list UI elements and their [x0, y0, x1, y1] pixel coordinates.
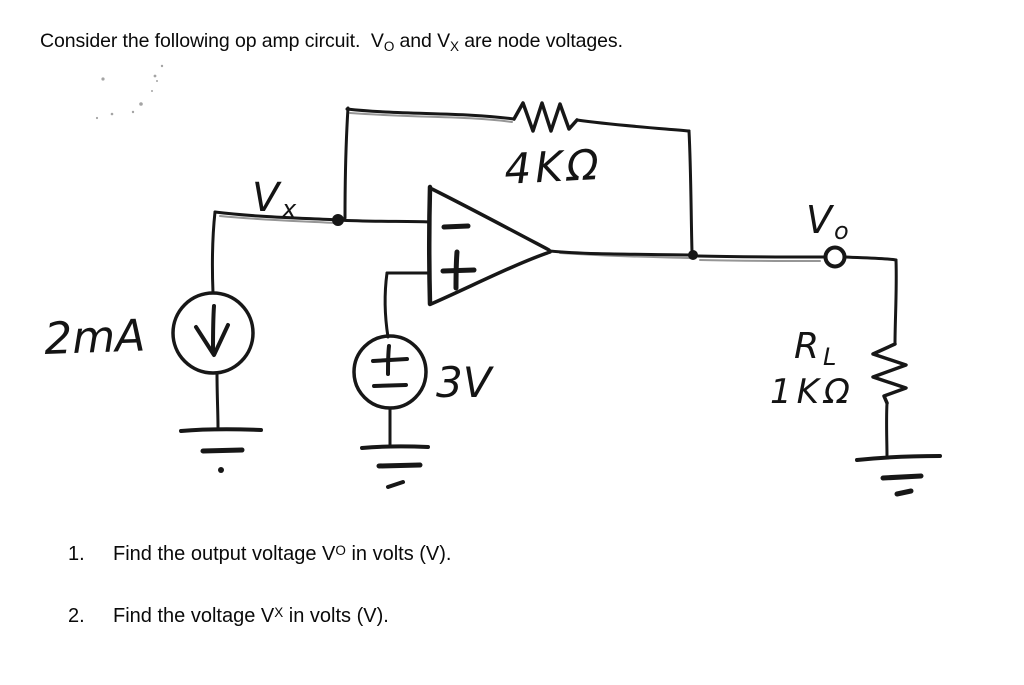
output-branch — [548, 245, 942, 497]
wire — [696, 254, 826, 259]
label-load-resistor-name: R L — [794, 326, 836, 371]
svg-text:R: R — [794, 326, 819, 367]
wire — [548, 249, 694, 257]
label-vx: V x — [252, 175, 297, 223]
wire — [336, 218, 432, 224]
wire — [345, 107, 516, 121]
feedback-resistor — [512, 101, 579, 133]
source-minus-symbol — [372, 383, 408, 388]
wire — [383, 271, 390, 339]
label-feedback-resistor: 4KΩ — [503, 140, 604, 194]
svg-text:x: x — [281, 195, 297, 223]
opamp-bottom-edge — [429, 250, 552, 306]
load-resistor — [871, 342, 908, 405]
question-text: in volts (V). — [283, 605, 389, 627]
ground-symbol-left — [179, 427, 263, 473]
ground-symbol-right — [855, 454, 942, 497]
wire — [213, 210, 340, 222]
output-junction-dot — [688, 250, 698, 260]
ground-symbol-middle — [360, 444, 430, 489]
label-load-resistor-value: 1KΩ — [770, 372, 855, 412]
wire — [687, 129, 694, 254]
opamp-left-edge — [427, 184, 433, 307]
vx-junction-dot — [332, 214, 344, 226]
label-current-source: 2mA — [43, 310, 146, 364]
feedback-branch — [343, 101, 694, 254]
vx-node-wire — [213, 210, 432, 226]
title-text: and V — [394, 30, 451, 52]
page-title: Consider the following op amp circuit. V… — [40, 30, 623, 54]
wire — [575, 118, 691, 133]
title-text: Consider the following op amp circuit. V — [40, 30, 384, 52]
vo-terminal-circle — [823, 245, 847, 269]
opamp — [427, 184, 552, 307]
current-arrow-head — [194, 323, 230, 357]
current-source-branch — [171, 210, 263, 473]
title-sub-x: X — [450, 39, 459, 54]
svg-text:V: V — [252, 175, 282, 221]
plus-symbol — [440, 249, 477, 291]
source-plus-symbol — [371, 344, 409, 376]
question-sub: O — [335, 543, 346, 558]
question-text: Find the voltage V — [113, 605, 275, 627]
current-arrow-shaft — [211, 304, 216, 352]
wire — [343, 106, 350, 220]
voltage-source-branch — [352, 271, 432, 489]
question-text: Find the output voltage V — [113, 543, 336, 565]
handwritten-labels: 2mA V x 4KΩ 3V V o R L 1KΩ — [43, 140, 855, 412]
question-number: 1. — [68, 543, 85, 565]
wire — [893, 258, 898, 346]
svg-text:V: V — [806, 198, 835, 242]
label-voltage-source: 3V — [436, 358, 495, 407]
opamp-top-edge — [430, 187, 551, 252]
title-text: are node voltages. — [458, 30, 623, 52]
label-vo: V o — [806, 198, 849, 245]
wire — [215, 371, 220, 430]
current-source-circle — [171, 291, 255, 375]
svg-text:L: L — [823, 343, 836, 371]
question-text: in volts (V). — [345, 543, 452, 565]
pencil-marks — [95, 64, 164, 120]
title-sub-o: O — [383, 39, 395, 54]
minus-symbol — [441, 223, 471, 230]
question-sub: X — [274, 605, 284, 620]
svg-text:o: o — [834, 217, 849, 245]
wire — [843, 255, 898, 262]
wire — [210, 210, 217, 295]
question-number: 2. — [68, 605, 85, 627]
